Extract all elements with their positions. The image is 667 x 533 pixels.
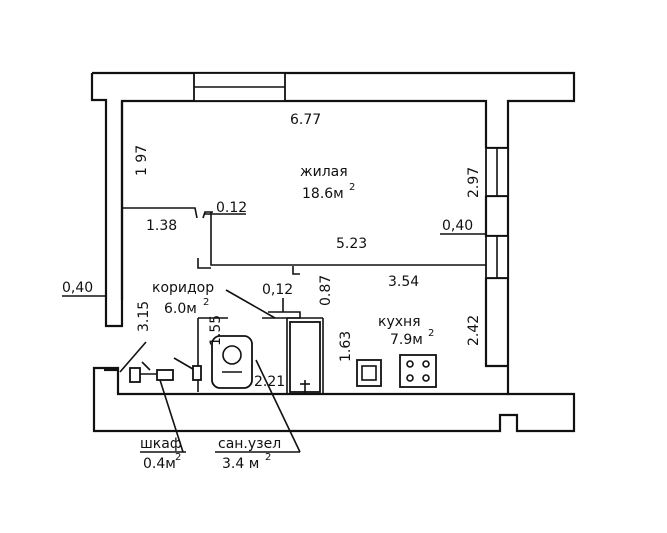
corridor-area-sup: 2 [203, 297, 209, 308]
dim-0-12-a: 0.12 [216, 200, 247, 216]
corridor-area: 6.0м [164, 301, 197, 317]
corridor-name: коридор [152, 280, 214, 296]
dimension-labels: 6.77 1 97 2.97 0.12 1.38 0,40 5.23 3.54 … [62, 112, 482, 390]
dim-1-55: 1.55 [208, 315, 224, 346]
dim-5-23: 5.23 [336, 236, 367, 252]
living-room-area: 18.6м [302, 186, 344, 202]
dim-2-42: 2.42 [466, 315, 482, 346]
bathroom-area: 3.4 м [222, 456, 259, 472]
window-right-top [485, 147, 509, 197]
bathroom-area-sup: 2 [265, 452, 271, 463]
closet-name: шкаф [140, 436, 182, 452]
dim-6-77: 6.77 [290, 112, 321, 128]
bathroom-name: сан.узел [218, 436, 281, 452]
kitchen-fixtures [356, 354, 437, 388]
closet-area-sup: 2 [175, 452, 181, 463]
bathroom-fixtures [211, 321, 321, 394]
dim-0-40-left: 0,40 [62, 280, 93, 296]
kitchen-area: 7.9м [390, 332, 423, 348]
closet-area: 0.4м [143, 456, 176, 472]
partitions [119, 207, 486, 394]
room-labels: жилая 18.6м 2 коридор 6.0м 2 кухня 7.9м … [140, 164, 434, 472]
closet [129, 365, 202, 383]
dim-0-40-right: 0,40 [442, 218, 473, 234]
living-room-area-sup: 2 [349, 182, 355, 193]
dim-2-21: 2.21 [254, 374, 285, 390]
dim-2-97: 2.97 [466, 167, 482, 198]
window-top [193, 72, 286, 102]
window-right-kitchen [485, 235, 509, 279]
dim-3-54: 3.54 [388, 274, 419, 290]
kitchen-name: кухня [378, 314, 421, 330]
dim-0-12-b: 0,12 [262, 282, 293, 298]
dim-3-15: 3.15 [136, 301, 152, 332]
kitchen-area-sup: 2 [428, 328, 434, 339]
living-room-name: жилая [300, 164, 348, 180]
dim-0-87: 0.87 [318, 275, 334, 306]
dim-1-97: 1 97 [134, 145, 150, 176]
leader-lines [62, 213, 486, 453]
dim-1-63: 1.63 [338, 331, 354, 362]
dim-1-38: 1.38 [146, 218, 177, 234]
